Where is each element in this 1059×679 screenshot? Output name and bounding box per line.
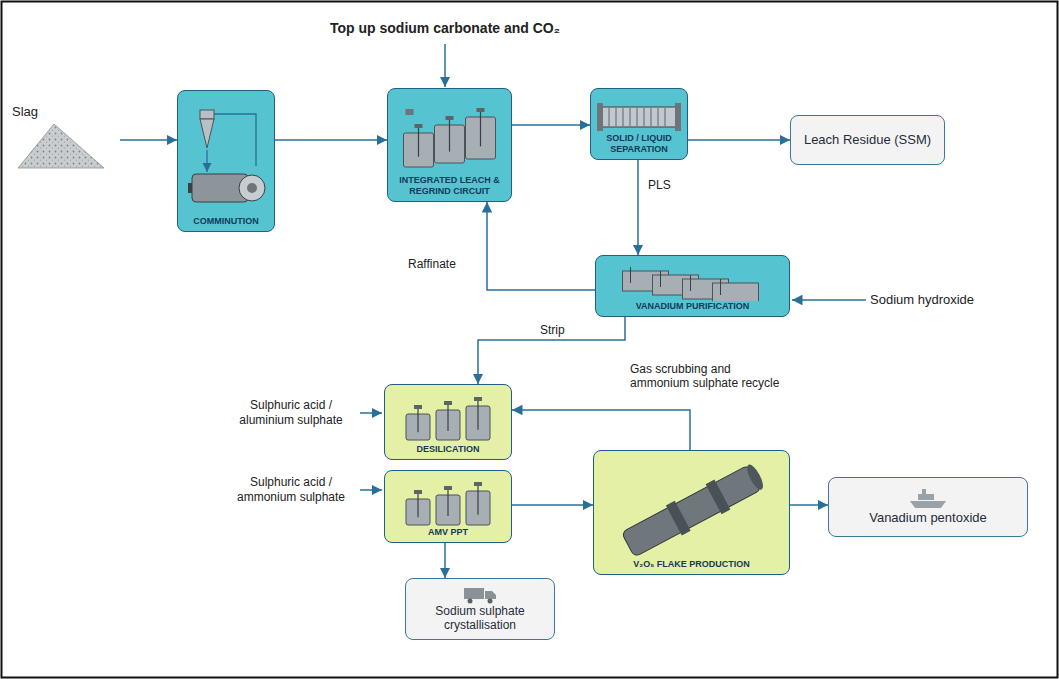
input-label: Sulphuric acid / ammonium sulphate: [225, 475, 357, 505]
settlers-illustration: [601, 265, 784, 301]
box-label: DESILICATION: [417, 444, 480, 455]
box-label: Leach Residue (SSM): [804, 132, 931, 148]
flow-arrow: [512, 504, 593, 506]
box-label: V₂O₅ FLAKE PRODUCTION: [633, 559, 750, 570]
edge-label: Raffinate: [406, 257, 458, 271]
input-label: Sulphuric acid / aluminium sulphate: [225, 398, 357, 428]
output-box: Sodium sulphate crystallisation: [405, 578, 555, 640]
input-label: Sodium hydroxide: [870, 292, 1030, 308]
slag-illustration: [12, 120, 112, 170]
flow-arrow: [444, 543, 446, 578]
process-box: COMMINUTION: [177, 90, 275, 232]
process-box: VANADIUM PURIFICATION: [595, 255, 790, 317]
flow-arrow: [512, 124, 590, 126]
tanks3-illustration: [390, 479, 506, 527]
output-box: Vanadium pentoxide: [828, 477, 1028, 537]
edge-label: Gas scrubbing and ammonium sulphate recy…: [628, 362, 792, 391]
flow-arrow: [688, 139, 790, 141]
press-illustration: [596, 99, 682, 133]
product-box: DESILICATION: [384, 384, 512, 460]
output-box: Leach Residue (SSM): [790, 115, 945, 165]
tanks3-illustration: [390, 394, 506, 444]
input-label: Top up sodium carbonate and CO₂: [290, 20, 600, 38]
mill-illustration: [183, 104, 269, 216]
box-label: VANADIUM PURIFICATION: [636, 301, 750, 312]
box-label: AMV PPT: [428, 527, 468, 538]
input-arrow: [444, 44, 446, 87]
box-label: SOLID / LIQUID SEPARATION: [595, 133, 683, 155]
edge-label: PLS: [646, 178, 673, 192]
input-arrow: [792, 299, 866, 301]
process-box: INTEGRATED LEACH & REGRIND CIRCUIT: [387, 88, 512, 202]
box-label: COMMINUTION: [193, 216, 259, 227]
box-label: INTEGRATED LEACH & REGRIND CIRCUIT: [392, 175, 507, 197]
flow-arrow: [120, 139, 177, 141]
box-label: Vanadium pentoxide: [869, 510, 987, 526]
feed-pile: Slag: [8, 100, 120, 175]
box-label: Slag: [12, 104, 38, 120]
flow-arrow: [275, 139, 387, 141]
truck-illustration: [411, 586, 549, 604]
kiln-illustration: [599, 463, 784, 559]
product-box: V₂O₅ FLAKE PRODUCTION: [593, 450, 790, 575]
flow-arrow: [512, 410, 690, 450]
flow-arrow: [487, 202, 595, 290]
flow-arrow: [790, 504, 828, 506]
ship-illustration: [834, 488, 1022, 510]
box-label: Sodium sulphate crystallisation: [410, 604, 550, 633]
process-box: SOLID / LIQUID SEPARATION: [590, 88, 688, 160]
edge-label: Strip: [538, 323, 567, 337]
tanks-illustration: [393, 103, 506, 175]
product-box: AMV PPT: [384, 470, 512, 543]
flow-arrow: [478, 317, 625, 384]
input-arrow: [360, 489, 382, 491]
flow-arrow: [637, 160, 639, 255]
input-arrow: [360, 412, 382, 414]
